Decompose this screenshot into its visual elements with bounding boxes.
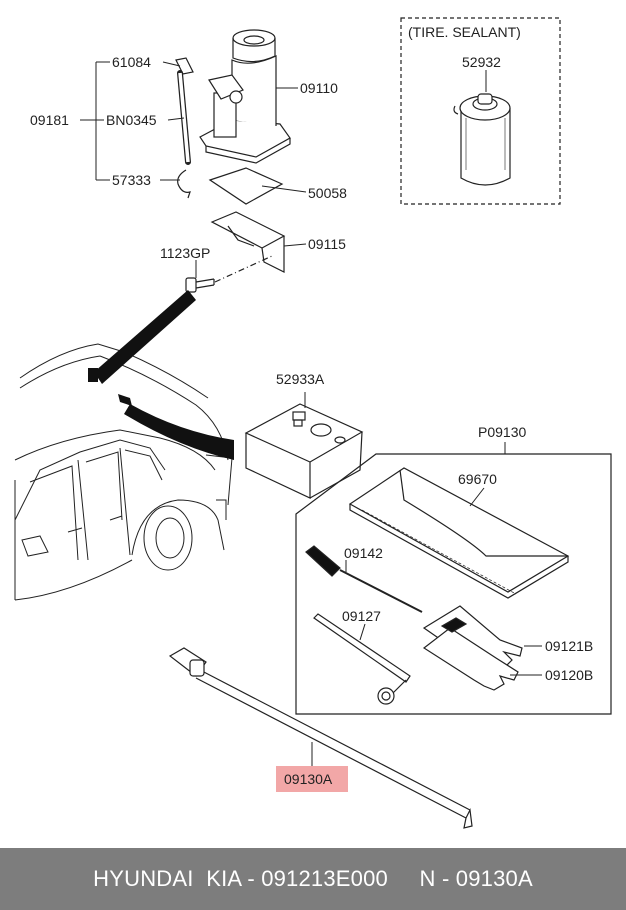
highlight-box — [276, 766, 348, 792]
label-p09130[interactable]: P09130 — [478, 424, 526, 440]
label-09120b[interactable]: 09120B — [545, 667, 593, 683]
label-09130a[interactable]: 09130A — [284, 771, 333, 787]
label-52932[interactable]: 52932 — [462, 54, 501, 70]
label-52933a[interactable]: 52933A — [276, 371, 325, 387]
arrow-to-bolt — [94, 290, 196, 384]
label-50058[interactable]: 50058 — [308, 185, 347, 201]
extension-rod — [168, 647, 473, 829]
label-tire-sealant: (TIRE. SEALANT) — [408, 24, 521, 40]
car-mount-point — [88, 368, 98, 382]
jack-handle-bar — [175, 57, 194, 199]
label-09110[interactable]: 09110 — [300, 80, 338, 96]
tool-bag — [348, 467, 570, 599]
screwdriver — [305, 545, 423, 613]
tire-sealant-box — [400, 17, 561, 205]
label-09181[interactable]: 09181 — [30, 112, 69, 128]
label-1123gp[interactable]: 1123GP — [160, 245, 210, 261]
footer-bar: HYUNDAI KIA - 091213E000 N - 09130A — [0, 848, 626, 910]
leader-lines — [80, 61, 542, 766]
sealant-bottle — [453, 93, 511, 186]
compressor-box — [244, 403, 364, 499]
jack-bracket — [210, 211, 286, 273]
label-09142[interactable]: 09142 — [344, 545, 383, 561]
lug-wrench — [313, 613, 411, 705]
label-69670[interactable]: 69670 — [458, 471, 497, 487]
car-mount-clip — [118, 394, 132, 406]
arrow-to-tray — [124, 404, 234, 460]
jack-pad — [208, 167, 284, 205]
jack — [199, 29, 291, 164]
car-outline — [14, 343, 233, 601]
label-57333[interactable]: 57333 — [112, 172, 151, 188]
parts-diagram: 61084 09181 BN0345 57333 09110 50058 091… — [14, 17, 612, 829]
label-bn0345[interactable]: BN0345 — [106, 112, 157, 128]
footer-part-number: HYUNDAI KIA - 091213E000 N - 09130A — [93, 866, 533, 891]
label-61084[interactable]: 61084 — [112, 54, 151, 70]
label-09127[interactable]: 09127 — [342, 608, 381, 624]
label-09121b[interactable]: 09121B — [545, 638, 593, 654]
kit-box — [295, 453, 612, 715]
bolt — [185, 255, 273, 293]
label-09115[interactable]: 09115 — [308, 236, 346, 252]
gloves — [422, 605, 523, 691]
